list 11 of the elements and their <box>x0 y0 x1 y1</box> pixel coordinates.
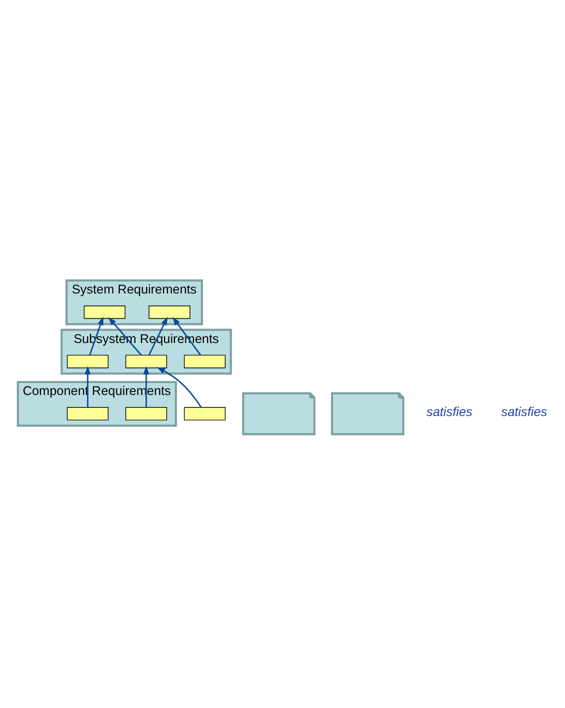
label: satisfies <box>501 404 548 419</box>
node-box <box>184 406 226 420</box>
arrow <box>156 366 202 408</box>
node-box <box>125 354 168 368</box>
node-box <box>125 406 168 420</box>
node-box <box>184 354 226 368</box>
node-box <box>84 305 126 318</box>
node-box <box>148 305 190 318</box>
node-box <box>66 354 108 368</box>
label: satisfies <box>426 404 472 419</box>
node-box <box>66 406 108 420</box>
